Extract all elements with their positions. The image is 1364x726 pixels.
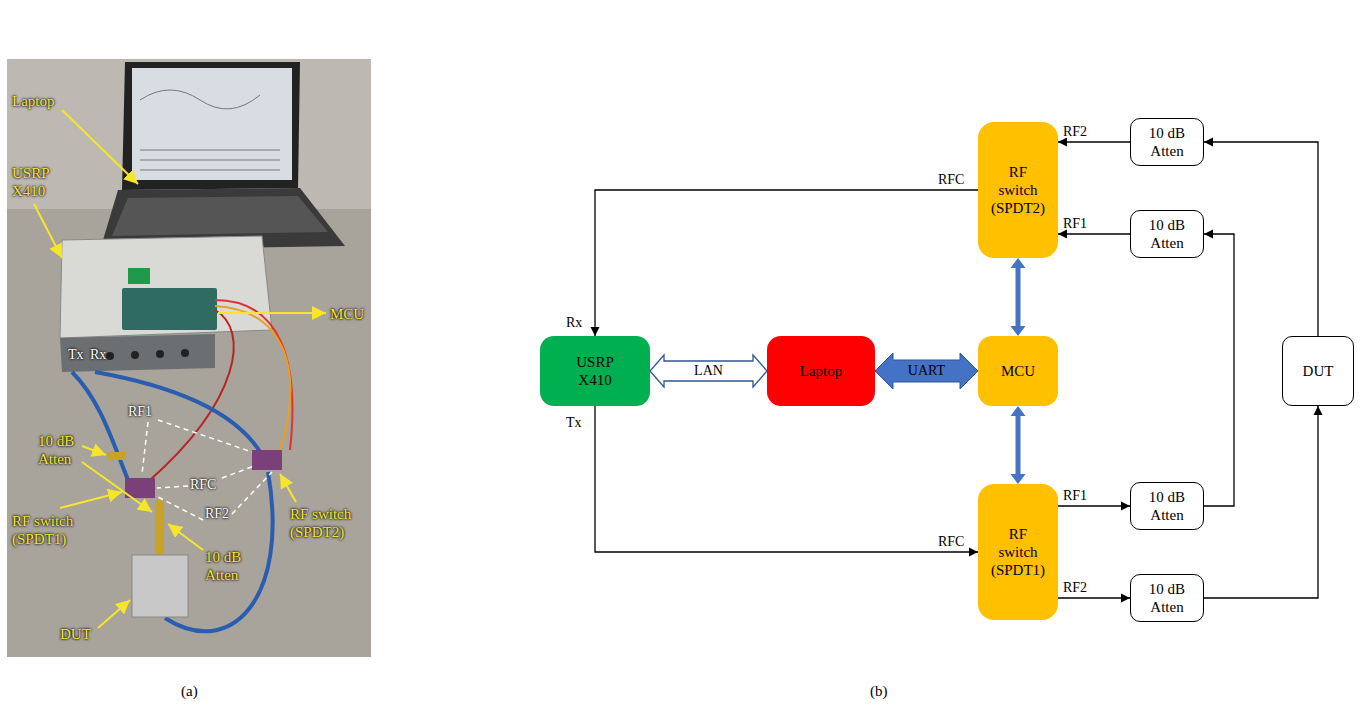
port-leaders [142, 420, 272, 520]
laptop-keyboard [112, 196, 328, 236]
attenuator-box: 10 dB Atten [1130, 118, 1204, 166]
screen-plots [140, 90, 280, 170]
photo-label: RF switch (SPDT2) [290, 505, 362, 541]
leader-line [82, 462, 152, 512]
dashed-leader [158, 420, 252, 452]
desk-surface [7, 59, 371, 657]
leader-line [98, 600, 130, 628]
photo-label: RF switch (SPDT1) [12, 512, 84, 548]
node-text: MCU [1001, 362, 1035, 380]
photo-label: Tx [68, 346, 84, 364]
wire [215, 306, 290, 450]
port [156, 350, 164, 358]
port-label: RFC [938, 533, 964, 551]
control-arrow [1011, 406, 1026, 484]
node-text: 10 dB Atten [1145, 580, 1189, 616]
mcu-board [122, 288, 217, 330]
photo-label: RF2 [205, 505, 229, 523]
photo-label: MCU [330, 305, 364, 323]
attenuator [108, 452, 126, 460]
port-label: RF2 [1063, 123, 1087, 141]
uart-arrow [875, 353, 978, 389]
dashed-leader [142, 422, 148, 474]
port-label: Tx [566, 414, 582, 432]
node-text: RF switch (SPDT1) [990, 525, 1046, 579]
attenuator [155, 500, 164, 555]
usrp-box: USRP X410 [540, 336, 650, 406]
leader-arrows [34, 110, 326, 628]
wall [7, 59, 371, 209]
leader-line [218, 312, 326, 314]
switch-box: RF switch (SPDT2) [978, 122, 1058, 258]
signal-arrow [1204, 142, 1318, 336]
mcu-box: MCU [978, 336, 1058, 406]
port [106, 352, 114, 360]
laptop-screen-frame [122, 62, 300, 190]
signal-arrow [1058, 597, 1130, 598]
edge-label: UART [908, 363, 945, 379]
photo-label: RF1 [128, 403, 152, 421]
photo-label: DUT [60, 625, 91, 643]
switch-box: RF switch (SPDT1) [978, 484, 1058, 620]
dut-housing [132, 555, 188, 617]
node-text: DUT [1303, 362, 1334, 380]
leader-line [82, 446, 106, 455]
photo-label: 10 dB Atten [38, 432, 82, 468]
port-label: Rx [566, 314, 582, 332]
signal-arrow [1204, 234, 1234, 506]
laptop-box: Laptop [767, 336, 875, 406]
usrp-front [60, 334, 215, 372]
port-label: RF1 [1063, 487, 1087, 505]
node-text: 10 dB Atten [1145, 488, 1189, 524]
wire [215, 300, 292, 450]
dashed-leader [156, 496, 203, 520]
port [131, 351, 139, 359]
photo-label: Laptop [12, 92, 55, 110]
switch-board [252, 450, 282, 470]
dut-box: DUT [1282, 336, 1354, 406]
port-label: (b) [870, 682, 888, 700]
dashed-leader [232, 472, 272, 514]
port-label: RF2 [1063, 579, 1087, 597]
dashed-leader [157, 486, 188, 488]
usrp-top [60, 236, 272, 338]
edge-label: LAN [694, 363, 723, 379]
wire [150, 310, 234, 480]
leader-line [34, 204, 62, 258]
signal-arrow [1058, 505, 1130, 506]
node-text: 10 dB Atten [1145, 124, 1189, 160]
leader-line [168, 524, 203, 550]
port [181, 349, 189, 357]
signal-arrow [595, 190, 978, 336]
leader-line [280, 474, 296, 502]
node-text: USRP X410 [570, 353, 620, 389]
signal-arrow [1058, 233, 1130, 234]
signal-arrow [1204, 406, 1318, 598]
dashed-leader [222, 466, 254, 478]
cable [72, 372, 128, 480]
control-arrow [1011, 258, 1026, 336]
attenuator-box: 10 dB Atten [1130, 574, 1204, 622]
node-text: 10 dB Atten [1145, 216, 1189, 252]
attenuator-box: 10 dB Atten [1130, 210, 1204, 258]
signal-arrow [595, 406, 978, 552]
cable [95, 372, 262, 455]
node-text: RF switch (SPDT2) [990, 163, 1046, 217]
node-text: Laptop [800, 362, 843, 380]
photo-label: USRP X410 [12, 164, 60, 200]
port-label: RF1 [1063, 215, 1087, 233]
laptop-screen [132, 68, 292, 180]
leader-line [60, 492, 122, 508]
lan-arrow [650, 355, 767, 387]
logo-patch [128, 268, 150, 284]
signal-arrow [1058, 141, 1130, 142]
attenuator-box: 10 dB Atten [1130, 482, 1204, 530]
port-label: (a) [181, 682, 198, 700]
leader-line [62, 110, 138, 184]
photo-label: 10 dB Atten [205, 548, 249, 584]
photo-label: Rx [90, 346, 106, 364]
port-label: RFC [938, 171, 964, 189]
photo-label: RFC [190, 476, 216, 494]
